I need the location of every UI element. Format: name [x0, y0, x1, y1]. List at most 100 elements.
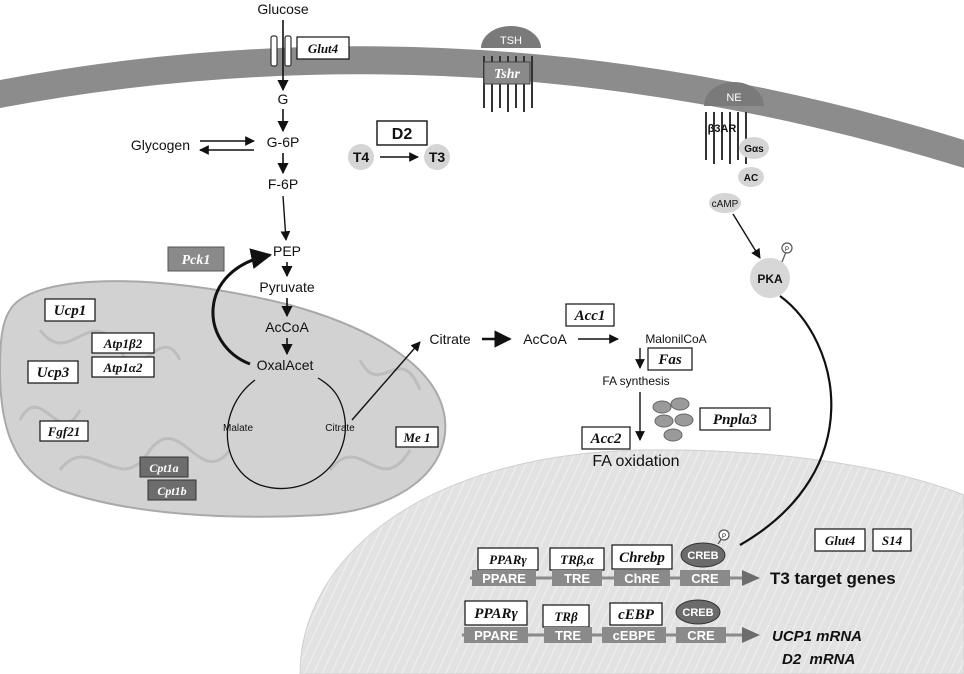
acc1-box — [565, 303, 615, 327]
arrow-citrate-export — [351, 341, 421, 421]
oxalacet-label: OxalAcet — [257, 357, 314, 373]
element-ppare-2 — [464, 627, 528, 643]
me1-label: Me 1 — [402, 430, 430, 445]
ucp3-box — [27, 360, 79, 384]
creb-2 — [675, 599, 721, 625]
element-cre-2-label: CRE — [687, 628, 715, 643]
element-tre-2-label: TRE — [555, 628, 581, 643]
tf-tr-1-label: TRβ,α — [560, 552, 595, 567]
ucp3-label: Ucp3 — [37, 365, 70, 381]
pyruvate-label: Pyruvate — [259, 279, 314, 295]
d2-label: D2 — [392, 126, 413, 143]
pep-label: PEP — [273, 243, 301, 259]
pck1-box — [167, 246, 225, 272]
tf-cebp-label: cEBP — [618, 607, 655, 623]
element-cre-1 — [680, 570, 730, 586]
ne-ligand — [704, 82, 764, 106]
acc1-label: Acc1 — [574, 308, 606, 324]
citrate-cyto-label: Citrate — [429, 331, 470, 347]
tf-cebp-box — [609, 602, 663, 626]
fas-label: Fas — [657, 352, 682, 368]
b3ar-receptor-body — [705, 112, 747, 164]
b3ar-label: β3AR — [708, 123, 737, 135]
atp1a2-box — [91, 356, 155, 378]
d2-box — [376, 120, 428, 146]
me1-box — [395, 426, 439, 448]
pka-circle — [750, 258, 790, 298]
pck1-label: Pck1 — [182, 253, 211, 268]
glut4-membrane-box — [296, 36, 350, 60]
dna-arrow-2 — [742, 627, 760, 643]
element-cre-1-label: CRE — [691, 571, 719, 586]
pka-phospho-icon — [781, 242, 793, 254]
element-tre-2 — [544, 627, 592, 643]
malate-label: Malate — [223, 423, 253, 434]
arrow-camp-pka — [732, 213, 761, 259]
pka-label: PKA — [757, 272, 783, 286]
t3-circle — [424, 144, 450, 170]
promoter-row-2: PPARγ TRβ cEBP CREB PPARE TRE cEBPE CRE … — [462, 599, 862, 668]
g6p-label: G-6P — [267, 134, 300, 150]
ac-circle — [738, 167, 764, 187]
pnpla3-box — [699, 407, 771, 431]
glut4-nuclear-box — [814, 528, 866, 552]
s14-box — [872, 528, 912, 552]
acc2-box — [581, 426, 631, 450]
tshr-label: Tshr — [494, 67, 521, 82]
creb-1-label: CREB — [687, 550, 718, 562]
element-cre-2 — [676, 627, 726, 643]
element-ppare-1-label: PPARE — [482, 571, 526, 586]
glut4-nuclear-label: Glut4 — [825, 533, 856, 548]
tsh-ligand — [481, 26, 541, 48]
element-tre-1 — [552, 570, 602, 586]
pka-phospho-label: P — [785, 247, 789, 253]
t3-label: T3 — [429, 149, 446, 165]
s14-label: S14 — [882, 533, 903, 548]
element-chre-label: ChRE — [624, 571, 660, 586]
ucp1-mrna-label: UCP1 mRNA — [772, 628, 862, 645]
glut4-channel-right — [284, 35, 292, 67]
glycogen-label: Glycogen — [131, 137, 190, 153]
d2-mrna-label: D2 mRNA — [782, 651, 855, 668]
camp-circle — [709, 193, 741, 213]
lipid-droplets — [652, 397, 694, 442]
ac-label: AC — [744, 173, 758, 184]
element-ppare-1 — [472, 570, 536, 586]
atp1b2-box — [91, 332, 155, 354]
creb-phospho-icon — [718, 529, 730, 541]
tsh-label: TSH — [500, 35, 522, 47]
tf-chrebp-label: Chrebp — [619, 550, 665, 566]
pka-phospho-stem — [781, 251, 787, 263]
element-ppare-2-label: PPARE — [474, 628, 518, 643]
malonilcoa-label: MalonilCoA — [645, 332, 706, 346]
cell-membrane — [0, 46, 964, 168]
citrate-mito-label: Citrate — [325, 423, 355, 434]
cpt1a-label: Cpt1a — [149, 461, 178, 475]
fas-box — [647, 347, 693, 371]
t4-circle — [348, 144, 374, 170]
tf-pparg-2-box — [464, 600, 528, 626]
gas-label: Gαs — [744, 144, 764, 155]
pka-to-creb-curve — [739, 295, 833, 546]
element-tre-1-label: TRE — [564, 571, 590, 586]
t3-target-genes-label: T3 target genes — [770, 569, 896, 588]
tf-chrebp-box — [611, 544, 673, 570]
accoa-mito-label: AcCoA — [265, 319, 309, 335]
atp1a2-label: Atp1α2 — [103, 360, 143, 375]
tshr-box — [483, 61, 531, 85]
cpt1b-label: Cpt1b — [157, 484, 186, 498]
g-label: G — [278, 91, 289, 107]
acc2-label: Acc2 — [590, 431, 622, 447]
creb-2-label: CREB — [682, 607, 713, 619]
f6p-label: F-6P — [268, 176, 298, 192]
creb-1 — [680, 542, 726, 568]
dna-arrow-1 — [742, 570, 760, 586]
creb-phospho-label: P — [722, 534, 726, 540]
t4-label: T4 — [353, 149, 370, 165]
camp-label: cAMP — [712, 199, 739, 210]
accoa-cyto-label: AcCoA — [523, 331, 567, 347]
cpt1b-box — [147, 479, 197, 501]
glut4-membrane-label: Glut4 — [308, 41, 339, 56]
